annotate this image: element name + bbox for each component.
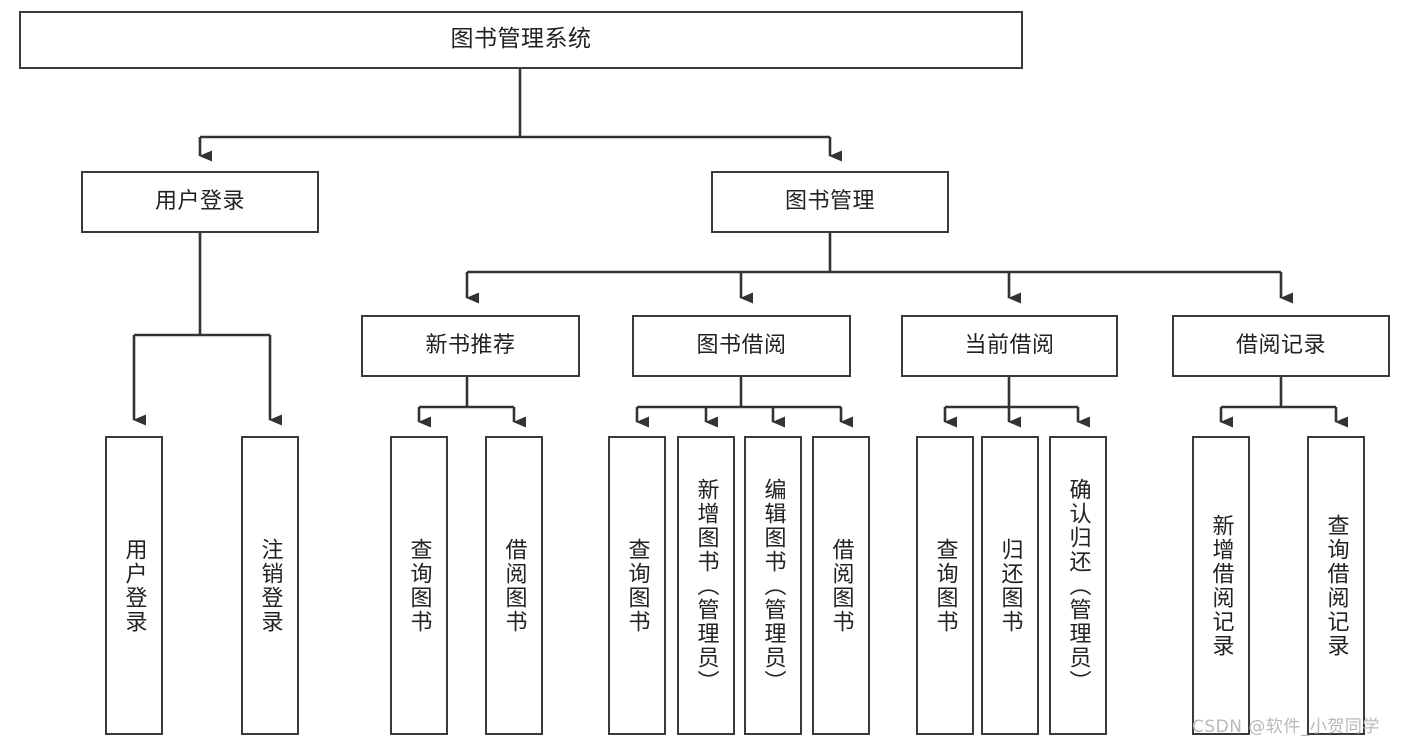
- leaf-book-borrow-query-book[interactable]: 查询图书: [608, 436, 666, 735]
- node-label: 图书管理系统: [450, 26, 592, 53]
- leaf-current-borrow-confirm-return-admin[interactable]: 确认归还（管理员）: [1049, 436, 1107, 735]
- node-label: 借阅记录: [1235, 333, 1326, 359]
- leaf-borrow-record-query-record[interactable]: 查询借阅记录: [1307, 436, 1365, 735]
- node-label: 查询借阅记录: [1323, 513, 1349, 658]
- leaf-user-login-login[interactable]: 用户登录: [105, 436, 163, 735]
- leaf-book-borrow-borrow-book[interactable]: 借阅图书: [812, 436, 870, 735]
- node-label: 用户登录: [121, 537, 147, 634]
- node-label: 确认归还（管理员）: [1065, 477, 1091, 694]
- node-current-borrow[interactable]: 当前借阅: [901, 315, 1118, 377]
- node-label: 查询图书: [624, 537, 650, 634]
- node-label: 查询图书: [932, 537, 958, 634]
- node-new-book-recommend[interactable]: 新书推荐: [361, 315, 580, 377]
- node-label: 当前借阅: [964, 333, 1055, 359]
- leaf-new-book-query-book[interactable]: 查询图书: [390, 436, 448, 735]
- node-borrow-record[interactable]: 借阅记录: [1172, 315, 1390, 377]
- leaf-book-borrow-edit-book-admin[interactable]: 编辑图书（管理员）: [744, 436, 802, 735]
- node-label: 归还图书: [997, 537, 1023, 634]
- node-user-login[interactable]: 用户登录: [81, 171, 319, 233]
- leaf-current-borrow-query-book[interactable]: 查询图书: [916, 436, 974, 735]
- node-label: 借阅图书: [828, 537, 854, 634]
- node-label: 新增借阅记录: [1208, 513, 1234, 658]
- node-book-borrow[interactable]: 图书借阅: [632, 315, 851, 377]
- leaf-new-book-borrow-book[interactable]: 借阅图书: [485, 436, 543, 735]
- leaf-current-borrow-return-book[interactable]: 归还图书: [981, 436, 1039, 735]
- node-label: 注销登录: [257, 537, 283, 634]
- watermark-text: CSDN @软件_小贺同学: [1192, 717, 1380, 737]
- leaf-borrow-record-add-record[interactable]: 新增借阅记录: [1192, 436, 1250, 735]
- node-root-book-management-system[interactable]: 图书管理系统: [19, 11, 1023, 69]
- leaf-user-login-logout[interactable]: 注销登录: [241, 436, 299, 735]
- node-label: 图书借阅: [696, 333, 787, 359]
- node-book-management[interactable]: 图书管理: [711, 171, 949, 233]
- node-label: 新增图书（管理员）: [693, 477, 719, 694]
- node-label: 新书推荐: [425, 333, 516, 359]
- node-label: 借阅图书: [501, 537, 527, 634]
- node-label: 查询图书: [406, 537, 432, 634]
- leaf-book-borrow-add-book-admin[interactable]: 新增图书（管理员）: [677, 436, 735, 735]
- node-label: 编辑图书（管理员）: [760, 477, 786, 694]
- node-label: 图书管理: [784, 189, 875, 215]
- node-label: 用户登录: [154, 189, 245, 215]
